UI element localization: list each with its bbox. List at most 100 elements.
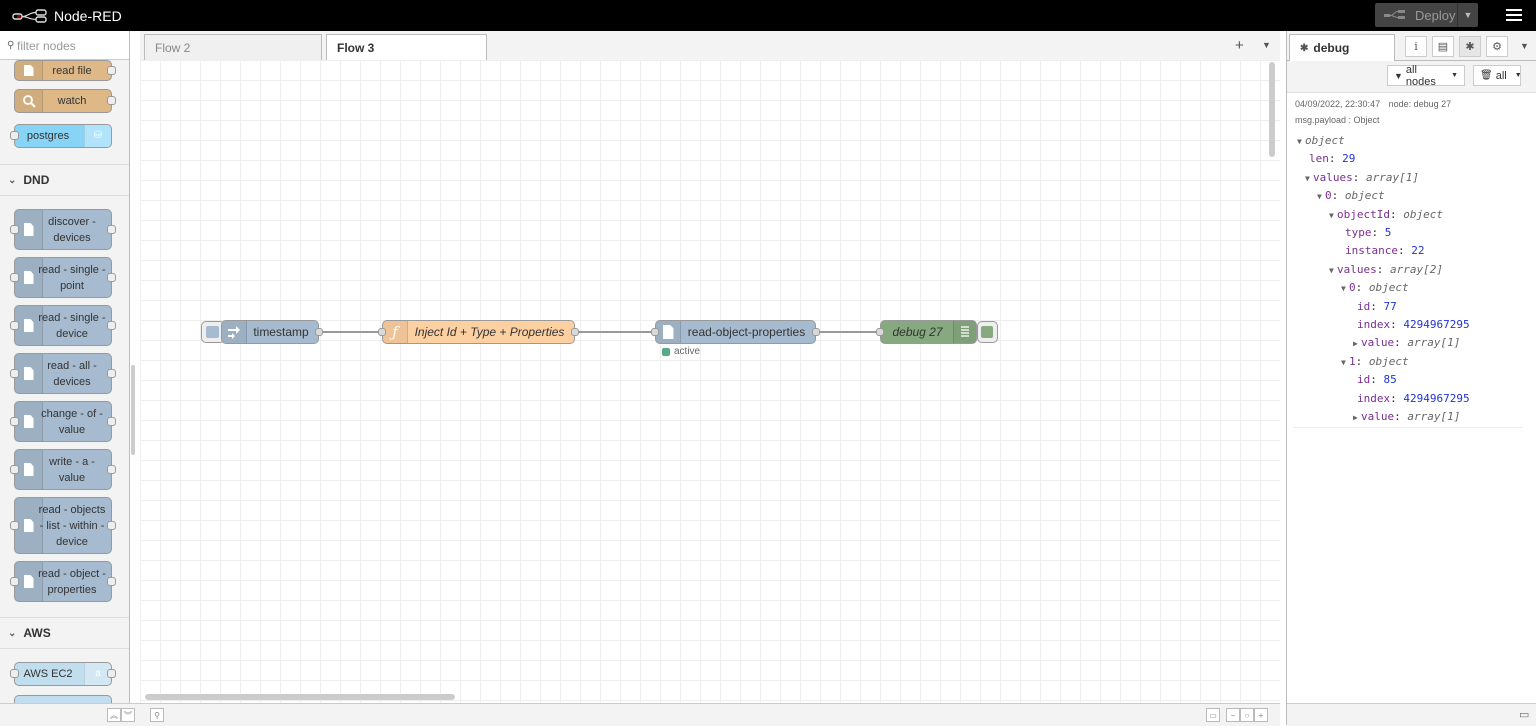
debug-tree-row[interactable]: ▶value: array[1]	[1353, 409, 1460, 425]
palette-node-read-single-device[interactable]: read - single - device	[10, 305, 116, 346]
canvas-horizontal-scrollbar[interactable]	[145, 694, 455, 700]
flow-node-function[interactable]: ƒ Inject Id + Type + Properties	[378, 320, 579, 344]
zoom-reset-icon[interactable]: ○	[1240, 708, 1254, 722]
input-port[interactable]	[876, 328, 884, 336]
filter-nodes-dropdown[interactable]: ▼ all nodes ▼	[1387, 64, 1465, 88]
input-port[interactable]	[10, 576, 19, 586]
flow-node-read-object-properties[interactable]: read-object-properties	[651, 320, 820, 344]
caret-down-icon[interactable]: ▼	[1341, 357, 1346, 367]
help-book-icon[interactable]: ▤	[1432, 36, 1454, 57]
tab-flow-3[interactable]: Flow 3	[326, 34, 487, 61]
debug-node-name[interactable]: node: debug 27	[1388, 99, 1452, 109]
zoom-in-icon[interactable]: +	[1254, 708, 1268, 722]
palette-node-write-a-value[interactable]: write - a - value	[10, 449, 116, 490]
config-gear-icon[interactable]: ⚙	[1486, 36, 1508, 57]
deploy-options-caret-icon[interactable]: ▼	[1457, 3, 1478, 27]
caret-right-icon[interactable]: ▶	[1353, 413, 1358, 422]
palette-node-read-object-properties[interactable]: read - object - properties	[10, 561, 116, 602]
debug-tree-row[interactable]: ▼objectId: object	[1329, 207, 1443, 223]
debug-tree-row[interactable]: ▼0: object	[1341, 280, 1409, 296]
output-port[interactable]	[812, 328, 820, 336]
input-port[interactable]	[378, 328, 386, 336]
tab-debug[interactable]: ✱ debug	[1289, 34, 1395, 61]
caret-down-icon[interactable]: ▼	[1329, 210, 1334, 220]
palette-node-partial[interactable]	[14, 695, 112, 703]
palette-node-change-of-value[interactable]: change - of - value	[10, 401, 116, 442]
debug-tree-row[interactable]: ▶value: array[1]	[1353, 335, 1460, 351]
input-port[interactable]	[651, 328, 659, 336]
output-port[interactable]	[107, 464, 116, 474]
sidebar-menu-caret-icon[interactable]: ▼	[1520, 41, 1529, 51]
caret-down-icon[interactable]: ▼	[1297, 137, 1302, 146]
search-icon[interactable]: ⚲	[150, 708, 164, 722]
input-port[interactable]	[10, 669, 19, 678]
output-port[interactable]	[107, 320, 116, 330]
debug-tree-row[interactable]: ▼object	[1297, 133, 1345, 149]
palette-category-dnd[interactable]: ⌄ DND	[0, 164, 129, 196]
workspace-canvas[interactable]: timestamp ƒ Inject Id + Type + Propertie…	[140, 60, 1280, 703]
expand-all-icon[interactable]: ︾	[121, 708, 135, 722]
palette-node-aws-ec2[interactable]: AWS EC2 a	[10, 662, 116, 686]
debug-tree-row[interactable]: ▼1: object	[1341, 354, 1409, 370]
debug-tree-row[interactable]: ▼values: array[2]	[1329, 262, 1443, 278]
palette-node-discover-devices[interactable]: discover - devices	[10, 209, 116, 250]
input-port[interactable]	[10, 368, 19, 378]
output-port[interactable]	[107, 576, 116, 586]
node-palette: ⚲ filter nodes read file watch postgres …	[0, 31, 130, 703]
palette-node-read-all-devices[interactable]: read - all - devices	[10, 353, 116, 394]
output-port[interactable]	[571, 328, 579, 336]
debug-toggle-button[interactable]	[977, 321, 998, 343]
main-menu-hamburger-icon[interactable]	[1506, 7, 1522, 23]
input-port[interactable]	[10, 272, 19, 282]
input-port[interactable]	[10, 464, 19, 474]
output-port[interactable]	[315, 328, 323, 336]
palette-node-read-file[interactable]: read file	[14, 60, 116, 81]
output-port[interactable]	[107, 272, 116, 282]
output-port[interactable]	[107, 416, 116, 426]
output-port[interactable]	[107, 669, 116, 678]
input-port[interactable]	[10, 520, 19, 530]
flow-node-timestamp[interactable]: timestamp	[221, 320, 323, 344]
tab-flow-2[interactable]: Flow 2	[144, 34, 322, 60]
flow-node-debug-27[interactable]: debug 27	[876, 320, 977, 344]
toggle-sidebar-icon[interactable]: ▭	[1519, 709, 1530, 721]
input-port[interactable]	[10, 320, 19, 330]
debug-bug-icon[interactable]: ✱	[1459, 36, 1481, 57]
debug-tree-row[interactable]: ▼values: array[1]	[1305, 170, 1419, 186]
palette-node-watch[interactable]: watch	[14, 89, 116, 113]
output-port[interactable]	[107, 65, 116, 75]
palette-scrollbar[interactable]	[131, 365, 135, 455]
deploy-button[interactable]: Deploy ▼	[1375, 3, 1478, 27]
caret-down-icon[interactable]: ▼	[1317, 192, 1322, 202]
caret-down-icon[interactable]: ▼	[1341, 284, 1346, 294]
output-port[interactable]	[107, 224, 116, 234]
debug-message[interactable]: 04/09/2022, 22:30:47 node: debug 27 msg.…	[1293, 97, 1523, 428]
caret-right-icon[interactable]: ▶	[1353, 339, 1358, 349]
palette-search[interactable]: ⚲ filter nodes	[0, 31, 129, 60]
info-icon[interactable]: i	[1405, 36, 1427, 57]
palette-category-aws[interactable]: ⌄ AWS	[0, 617, 129, 649]
zoom-out-icon[interactable]: −	[1226, 708, 1240, 722]
tree-key: len	[1309, 152, 1329, 166]
input-port[interactable]	[10, 224, 19, 234]
sidebar-scrollbar[interactable]	[1527, 93, 1535, 458]
debug-message-path: msg.payload : Object	[1295, 115, 1380, 125]
palette-node-read-objects-list-within-device[interactable]: read - objects - list - within - device	[10, 497, 116, 554]
caret-down-icon[interactable]: ▼	[1329, 265, 1334, 275]
input-port[interactable]	[10, 416, 19, 426]
add-flow-plus-icon[interactable]: +	[1235, 37, 1244, 54]
debug-tree-row[interactable]: ▼0: object	[1317, 188, 1385, 204]
output-port[interactable]	[107, 368, 116, 378]
navigator-map-icon[interactable]: ▭	[1206, 708, 1220, 722]
palette-node-postgres[interactable]: postgres ⛁	[10, 124, 112, 148]
flow-list-caret-icon[interactable]: ▼	[1262, 40, 1271, 50]
output-port[interactable]	[107, 520, 116, 530]
output-port[interactable]	[107, 96, 116, 105]
canvas-vertical-scrollbar[interactable]	[1269, 62, 1275, 157]
clear-messages-button[interactable]: 🗑 all ▼	[1473, 65, 1522, 86]
input-port[interactable]	[10, 131, 19, 140]
palette-node-read-single-point[interactable]: read - single - point	[10, 257, 116, 298]
palette-search-input[interactable]: filter nodes	[17, 39, 76, 53]
collapse-all-icon[interactable]: ︽	[107, 708, 121, 722]
caret-down-icon[interactable]: ▼	[1305, 173, 1310, 183]
